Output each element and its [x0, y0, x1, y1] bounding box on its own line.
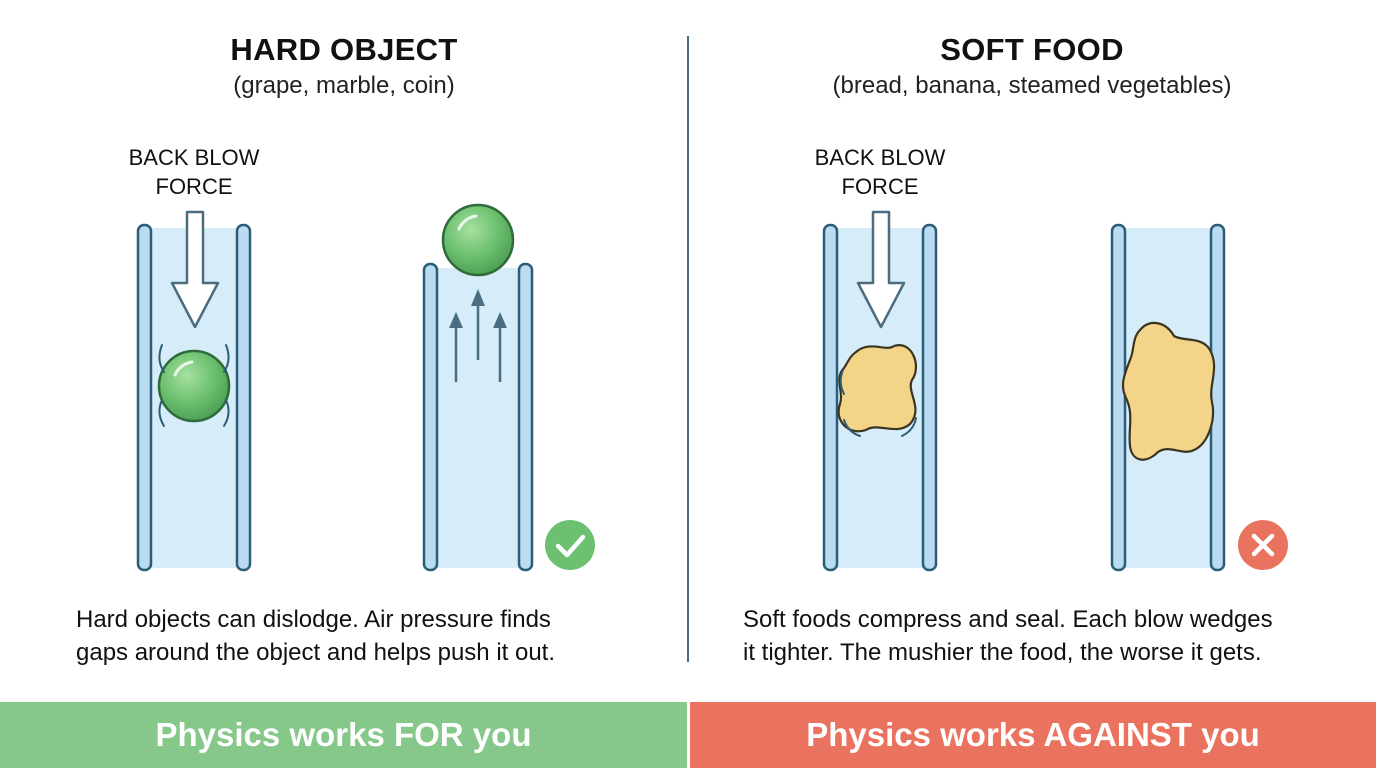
pressure-lines [839, 369, 917, 437]
physics-for-you-banner: Physics works FOR you [0, 702, 687, 768]
airway-wall-left [1110, 223, 1127, 572]
force-label-line1: BACK BLOW [814, 145, 946, 170]
ejected-marble-icon [441, 203, 515, 277]
airflow-arrows [449, 289, 507, 382]
down-arrow-icon [856, 210, 906, 329]
hard-object-diagram [136, 203, 595, 572]
airway-wall-right [517, 262, 534, 572]
force-label-line2: FORCE [841, 174, 919, 199]
marble-icon [157, 349, 231, 423]
soft-food-diagram [822, 210, 1288, 572]
x-icon [1238, 520, 1288, 570]
caption-line2: it tighter. The mushier the food, the wo… [743, 639, 1262, 666]
panel-divider [687, 36, 689, 662]
back-blow-force-label: BACK BLOW FORCE [104, 143, 284, 201]
hard-object-title: HARD OBJECT [230, 32, 458, 67]
soft-food-blob-icon [837, 344, 917, 433]
airway-wall-right [921, 223, 938, 572]
back-blow-force-label: BACK BLOW FORCE [790, 143, 970, 201]
airway-wall-right [235, 223, 252, 572]
check-icon [545, 520, 595, 570]
force-label-line1: BACK BLOW [128, 145, 260, 170]
down-arrow-icon [170, 210, 220, 329]
soft-food-panel: SOFT FOOD (bread, banana, steamed vegeta… [688, 0, 1376, 700]
hard-object-panel: HARD OBJECT (grape, marble, coin) BACK B… [0, 0, 688, 700]
caption-line1: Hard objects can dislodge. Air pressure … [76, 606, 551, 633]
hard-object-caption: Hard objects can dislodge. Air pressure … [76, 603, 636, 669]
force-label-line2: FORCE [155, 174, 233, 199]
physics-against-you-banner: Physics works AGAINST you [690, 702, 1376, 768]
airway-wall-left [422, 262, 439, 572]
caption-line1: Soft foods compress and seal. Each blow … [743, 606, 1273, 633]
wedged-food-blob-icon [1121, 321, 1216, 461]
soft-food-subtitle: (bread, banana, steamed vegetables) [832, 72, 1232, 99]
pressure-lines [158, 344, 230, 427]
airway-wall-left [136, 223, 153, 572]
airway-wall-right [1209, 223, 1226, 572]
soft-food-caption: Soft foods compress and seal. Each blow … [743, 603, 1343, 669]
hard-object-subtitle: (grape, marble, coin) [233, 72, 455, 99]
soft-food-title: SOFT FOOD [940, 32, 1124, 67]
airway-wall-left [822, 223, 839, 572]
caption-line2: gaps around the object and helps push it… [76, 639, 556, 666]
